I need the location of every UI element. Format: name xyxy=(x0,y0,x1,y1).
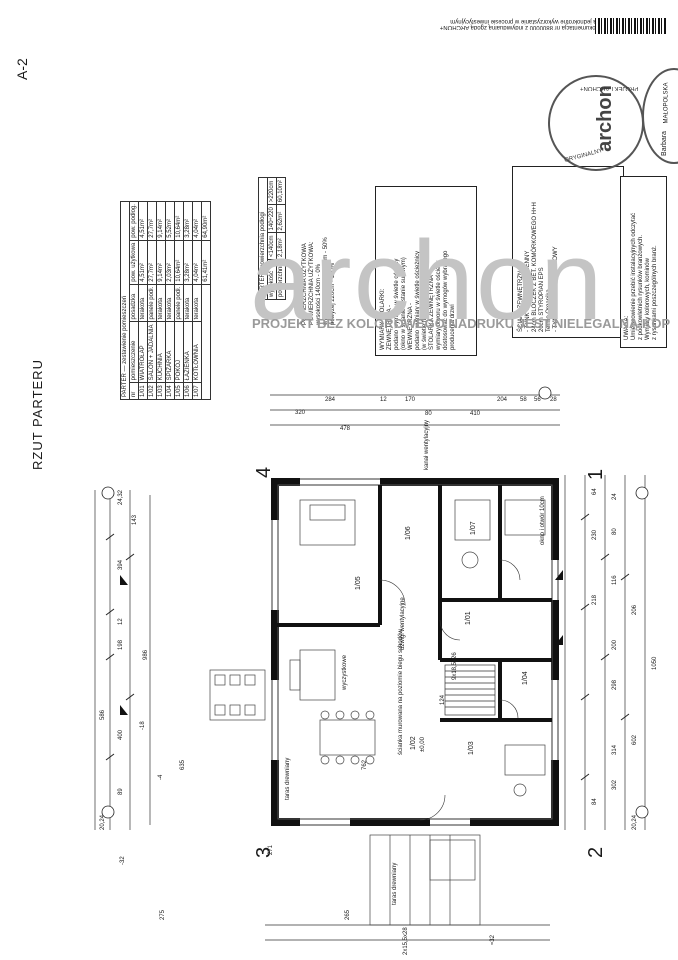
dim-right-3: 80 xyxy=(612,528,618,535)
dim-under-9: 28 xyxy=(550,397,557,403)
label-taras-bottom: taras drewniany xyxy=(392,862,398,905)
dim-bottom-3: 275 xyxy=(160,909,166,920)
dim-under-4: 410 xyxy=(470,411,481,417)
room-floor-1-02: ±0,00 xyxy=(420,737,426,752)
dim-under-1: 284 xyxy=(325,397,336,403)
dim-under-2: 478 xyxy=(340,426,351,432)
dim-bottom-6: -4 xyxy=(158,774,164,780)
axis-label-4: 4 xyxy=(253,466,275,478)
dim-under-10: 12 xyxy=(380,397,387,403)
window-notes-box xyxy=(375,186,477,356)
dim-top-1: 24,32 xyxy=(118,489,124,505)
dim-bottom-1: 271 xyxy=(268,844,274,855)
dim-right-5: 218 xyxy=(592,594,598,605)
furniture xyxy=(209,499,546,926)
axis-label-2: 2 xyxy=(585,846,607,858)
dim-right-8: 298 xyxy=(612,679,618,690)
dim-under-7: 58 xyxy=(520,397,527,403)
dimension-lines xyxy=(94,394,646,941)
dim-right-10: 314 xyxy=(612,744,618,755)
room-label-1-03: 1/03 xyxy=(468,741,475,755)
dim-right-2: 230 xyxy=(592,529,598,540)
axis-label-1: 1 xyxy=(585,468,607,480)
room-label-1-07: 1/07 xyxy=(470,521,477,535)
dim-bottom-2: 265 xyxy=(345,909,351,920)
label-stair-note: ścianka murowana na poziomie biegu schod… xyxy=(398,629,404,755)
label-vent: kanał wentylacyjny xyxy=(424,419,430,470)
room-label-1-01: 1/01 xyxy=(465,611,472,625)
dim-bottom-9: 124 xyxy=(440,694,446,705)
dim-right-7: 200 xyxy=(612,639,618,650)
dim-left-1: 12 xyxy=(118,618,124,625)
room-label-1-05: 1/05 xyxy=(355,576,362,590)
room-label-1-06: 1/06 xyxy=(405,526,412,540)
dim-under-3: 170 xyxy=(405,397,416,403)
dim-bottom-8: 762 xyxy=(362,759,368,770)
exterior-walls xyxy=(270,477,560,827)
barcode xyxy=(595,18,667,34)
dimension-ticks xyxy=(105,513,630,781)
slab-level: ≈32 xyxy=(490,935,496,945)
axis-marker-b xyxy=(101,805,115,819)
dim-under-6: 204 xyxy=(497,397,508,403)
dim-under-8: 56 xyxy=(534,397,541,403)
label-taras-left: taras drewniany xyxy=(285,757,291,800)
dim-left-0: 394 xyxy=(118,559,124,570)
dim-right-0: 64 xyxy=(592,488,598,495)
room-label-1-04: 1/04 xyxy=(522,671,529,685)
dim-bottom-0: 2x15,5x28 xyxy=(403,927,409,955)
dim-bottom-7: -32 xyxy=(120,856,126,865)
axis-marker-d xyxy=(635,486,649,500)
axis-marker-a xyxy=(101,486,115,500)
dim-right-11: 602 xyxy=(632,734,638,745)
dim-right-9: 1050 xyxy=(652,656,658,670)
door-swings xyxy=(379,559,521,821)
wall-notes-box xyxy=(512,166,624,338)
dim-right-13: 84 xyxy=(592,798,598,805)
dim-left-2: 198 xyxy=(118,639,124,650)
dim-under-0: 320 xyxy=(295,410,306,416)
dim-right-12: 302 xyxy=(612,779,618,790)
dim-bottom-10: 9x18,5x26 xyxy=(452,652,458,680)
dim-right-4: 116 xyxy=(612,575,618,585)
watermark-brand: archon xyxy=(250,218,605,343)
dim-left-6: 89 xyxy=(118,788,124,795)
dim-under-5: 80 xyxy=(425,411,432,417)
dim-left-5: 586 xyxy=(100,709,106,720)
interior-walls xyxy=(275,485,552,722)
remarks-box xyxy=(620,176,667,348)
label-bottom-note: okno i otwór 10cm xyxy=(540,496,546,545)
dim-right-14: 20,24 xyxy=(632,814,638,830)
staircase xyxy=(444,664,496,716)
dim-top-0: 143 xyxy=(132,514,138,525)
axis-marker-e xyxy=(635,805,649,819)
dim-left-3: 986 xyxy=(143,649,149,660)
label-fireplace: wyczystkowe xyxy=(342,654,348,690)
axis-marker-c xyxy=(538,386,552,400)
dim-right-6: 206 xyxy=(632,604,638,615)
watermark-notice: PROJEKT BEZ KOLOROWEGO NADRUKU JEST NIEL… xyxy=(252,316,671,331)
dim-left-4: 400 xyxy=(118,729,124,740)
section-arrows xyxy=(120,570,563,715)
dim-right-1: 24 xyxy=(612,493,618,500)
dim-bottom-4: -18 xyxy=(140,721,146,730)
room-label-1-02: 1/02 xyxy=(410,736,417,750)
dim-bottom-5: 635 xyxy=(180,759,186,770)
dim-left-7: 20,24 xyxy=(100,814,106,830)
